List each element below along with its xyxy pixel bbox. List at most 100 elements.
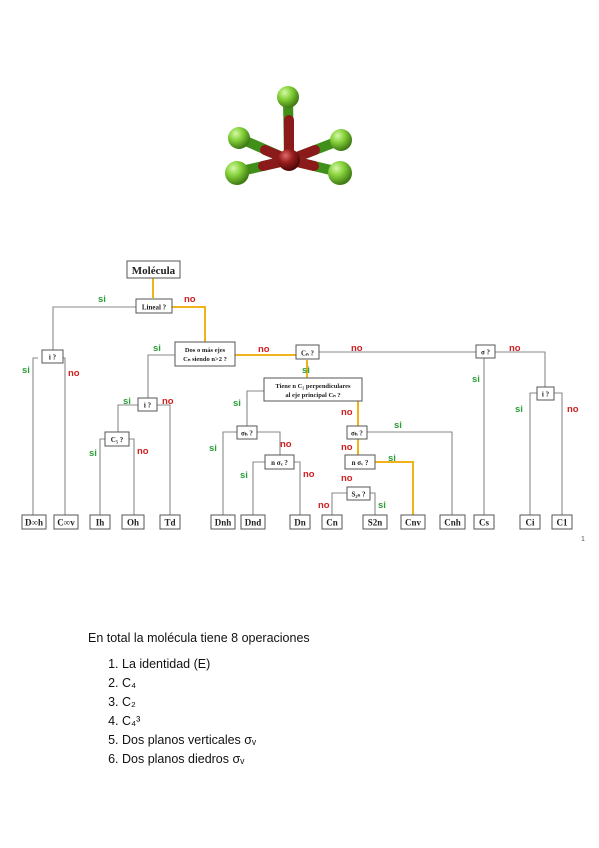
node-i-cubic: i ? (137, 397, 158, 412)
leaf-cn: Cn (321, 514, 343, 530)
svg-text:Ci: Ci (526, 518, 535, 528)
svg-text:no: no (280, 439, 292, 450)
svg-text:si: si (22, 365, 30, 376)
svg-text:no: no (341, 473, 353, 484)
svg-text:si: si (515, 404, 523, 415)
leaf-s2n: S2n (362, 514, 388, 530)
operations-intro: En total la molécula tiene 8 operaciones (88, 631, 310, 645)
node-tiene-n-c2: Tiene n C₂ perpendiculares al eje princi… (263, 377, 363, 402)
operation-item: C₂ (122, 693, 568, 712)
operation-item: Dos planos diedros σᵥ (122, 750, 568, 769)
svg-text:D∞h: D∞h (25, 518, 43, 528)
ligand-atom (330, 129, 352, 151)
connector-lines (32, 306, 563, 515)
svg-text:σₕ ?: σₕ ? (351, 430, 363, 438)
svg-text:si: si (302, 365, 310, 376)
svg-text:no: no (341, 407, 353, 418)
leaf-cnh: Cnh (439, 514, 466, 530)
svg-text:no: no (162, 396, 174, 407)
molecule-image (225, 86, 352, 185)
svg-text:C∞v: C∞v (57, 518, 75, 528)
svg-text:Cn: Cn (326, 518, 338, 528)
svg-text:no: no (509, 343, 521, 354)
leaf-nodes: D∞h C∞v Ih Oh Td Dnh Dnd Dn Cn S2n Cnv C… (21, 514, 573, 530)
leaf-dinfh: D∞h (21, 514, 47, 530)
leaf-ci: Ci (519, 514, 541, 530)
svg-text:si: si (240, 470, 248, 481)
svg-text:Cₙ siendo n>2 ?: Cₙ siendo n>2 ? (183, 356, 227, 363)
svg-text:Dn: Dn (294, 518, 306, 528)
svg-text:Lineal ?: Lineal ? (142, 304, 167, 312)
node-s2n: S₂ₙ ? (346, 486, 371, 501)
leaf-cnv: Cnv (400, 514, 426, 530)
svg-text:σ ?: σ ? (481, 349, 491, 357)
svg-text:si: si (233, 398, 241, 409)
svg-text:si: si (153, 343, 161, 354)
svg-text:si: si (89, 448, 97, 459)
svg-text:Molécula: Molécula (132, 265, 176, 277)
svg-text:no: no (351, 343, 363, 354)
node-sigma: σ ? (475, 344, 496, 359)
node-c5: C₅ ? (104, 431, 130, 447)
svg-text:si: si (378, 500, 386, 511)
svg-text:Dnd: Dnd (245, 518, 262, 528)
operation-item: Dos planos verticales σᵥ (122, 731, 568, 750)
node-molecula: Molécula (126, 260, 181, 279)
svg-text:σₕ ?: σₕ ? (241, 430, 253, 438)
node-cn: Cₙ ? (295, 344, 320, 360)
svg-text:Cnh: Cnh (444, 518, 461, 528)
svg-text:S₂ₙ ?: S₂ₙ ? (351, 491, 366, 499)
svg-text:C₅ ?: C₅ ? (111, 436, 124, 444)
svg-text:Dnh: Dnh (215, 518, 232, 528)
svg-text:no: no (303, 469, 315, 480)
svg-text:no: no (184, 294, 196, 305)
selected-path (152, 278, 414, 515)
svg-text:no: no (137, 446, 149, 457)
svg-text:si: si (388, 453, 396, 464)
svg-text:no: no (567, 404, 579, 415)
svg-text:C1: C1 (557, 518, 568, 528)
svg-text:Dos o más ejes: Dos o más ejes (185, 347, 226, 354)
svg-text:Cs: Cs (479, 518, 489, 528)
branch-labels: si no si no si no no no si si si no si n… (22, 294, 579, 511)
ligand-atom (328, 161, 352, 185)
svg-text:no: no (258, 344, 270, 355)
svg-text:si: si (123, 396, 131, 407)
svg-text:Tiene n C₂ perpendiculares: Tiene n C₂ perpendiculares (275, 383, 351, 390)
operations-section: En total la molécula tiene 8 operaciones… (88, 631, 568, 769)
svg-text:no: no (341, 442, 353, 453)
svg-text:si: si (472, 374, 480, 385)
svg-text:no: no (68, 368, 80, 379)
operations-list: La identidad (E) C₄ C₂ C₄³ Dos planos ve… (88, 655, 568, 769)
ligand-atom (225, 161, 249, 185)
operation-item: C₄ (122, 674, 568, 693)
svg-text:si: si (209, 443, 217, 454)
node-dos-mas-ejes: Dos o más ejes Cₙ siendo n>2 ? (174, 341, 236, 367)
svg-text:si: si (394, 420, 402, 431)
ligand-atom (277, 86, 299, 108)
leaf-td: Td (159, 514, 181, 530)
node-sigma-h-left: σₕ ? (236, 425, 258, 440)
leaf-cs: Cs (473, 514, 495, 530)
node-n-sigma-d: n σₓ ? (264, 454, 295, 470)
operation-item: C₄³ (122, 712, 568, 731)
central-atom (278, 149, 300, 171)
leaf-c1: C1 (551, 514, 573, 530)
page-number: 1 (581, 536, 585, 543)
svg-text:Ih: Ih (96, 518, 105, 528)
svg-text:i ?: i ? (144, 402, 152, 410)
svg-text:n σᵥ ?: n σᵥ ? (352, 459, 369, 467)
node-lineal: Lineal ? (135, 298, 173, 314)
svg-text:si: si (98, 294, 106, 305)
svg-text:i ?: i ? (542, 391, 550, 399)
svg-text:Cₙ ?: Cₙ ? (301, 350, 315, 358)
operation-item: La identidad (E) (122, 655, 568, 674)
leaf-cinfv: C∞v (53, 514, 79, 530)
svg-text:n σₓ ?: n σₓ ? (271, 459, 288, 467)
svg-text:no: no (318, 500, 330, 511)
node-n-sigma-v: n σᵥ ? (344, 454, 376, 470)
svg-text:S2n: S2n (368, 518, 383, 528)
leaf-oh: Oh (121, 514, 145, 530)
svg-text:al eje principal Cₙ ?: al eje principal Cₙ ? (285, 392, 340, 399)
